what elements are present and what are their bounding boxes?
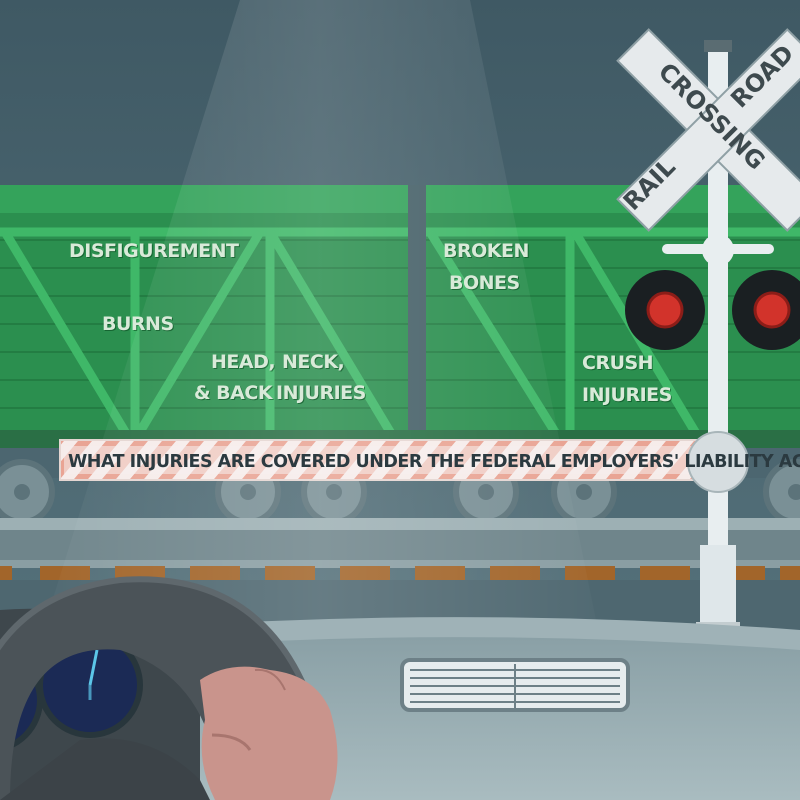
label-injuries-2: INJURIES bbox=[582, 384, 672, 406]
air-vent-icon bbox=[400, 658, 630, 712]
gate-question-text: WHAT INJURIES ARE COVERED UNDER THE FEDE… bbox=[68, 452, 800, 472]
windshield-glare bbox=[40, 0, 600, 640]
label-burns: BURNS bbox=[102, 313, 174, 335]
driver-hand bbox=[200, 666, 338, 800]
label-crush: CRUSH bbox=[582, 352, 654, 374]
label-bones: BONES bbox=[449, 272, 520, 294]
label-broken: BROKEN bbox=[443, 240, 529, 262]
label-disfigurement: DISFIGUREMENT bbox=[69, 240, 239, 262]
label-injuries-1: INJURIES bbox=[276, 382, 366, 404]
label-neck: NECK, bbox=[282, 351, 345, 373]
label-back: & BACK bbox=[194, 382, 273, 404]
label-head: HEAD, bbox=[211, 351, 276, 373]
